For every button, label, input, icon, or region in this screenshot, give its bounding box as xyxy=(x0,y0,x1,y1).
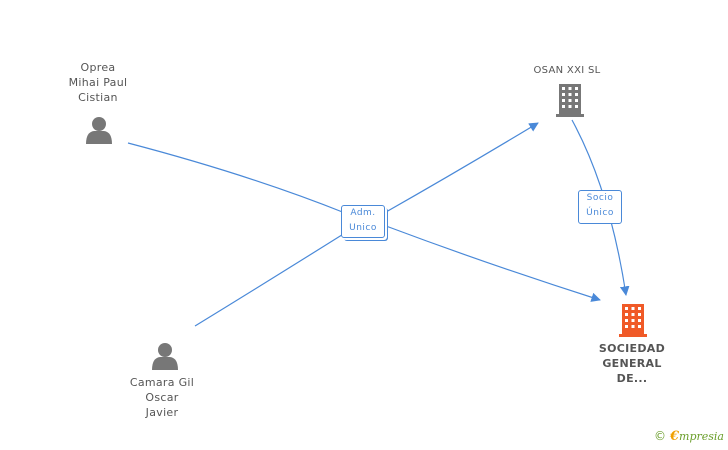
edge-camara-to-hub xyxy=(194,232,346,327)
edge-oprea-to-hub xyxy=(127,142,346,214)
company-label-osan[interactable]: OSAN XXI SL xyxy=(533,65,601,76)
brand-name: mpresia xyxy=(679,430,724,443)
person-icon[interactable] xyxy=(86,117,112,144)
edge-label-socio-unico: Socio Único xyxy=(578,190,622,224)
brand-initial: € xyxy=(669,429,680,444)
building-icon[interactable] xyxy=(556,84,584,117)
empresia-logo: ©€mpresia xyxy=(654,429,724,444)
person-label-camara[interactable]: Camara Gil Oscar Javier xyxy=(129,376,195,419)
edge-hub-to-osan xyxy=(385,122,539,213)
edge-hub-to-sociedad xyxy=(385,225,601,302)
copyright-icon: © xyxy=(653,429,666,443)
building-icon[interactable] xyxy=(619,304,647,337)
person-icon[interactable] xyxy=(152,343,178,370)
person-label-oprea[interactable]: Oprea Mihai Paul Cistian xyxy=(68,61,128,104)
company-label-sociedad[interactable]: SOCIEDAD GENERAL DE... xyxy=(598,342,666,385)
edge-label-adm-unico: Adm. Unico xyxy=(341,205,385,238)
